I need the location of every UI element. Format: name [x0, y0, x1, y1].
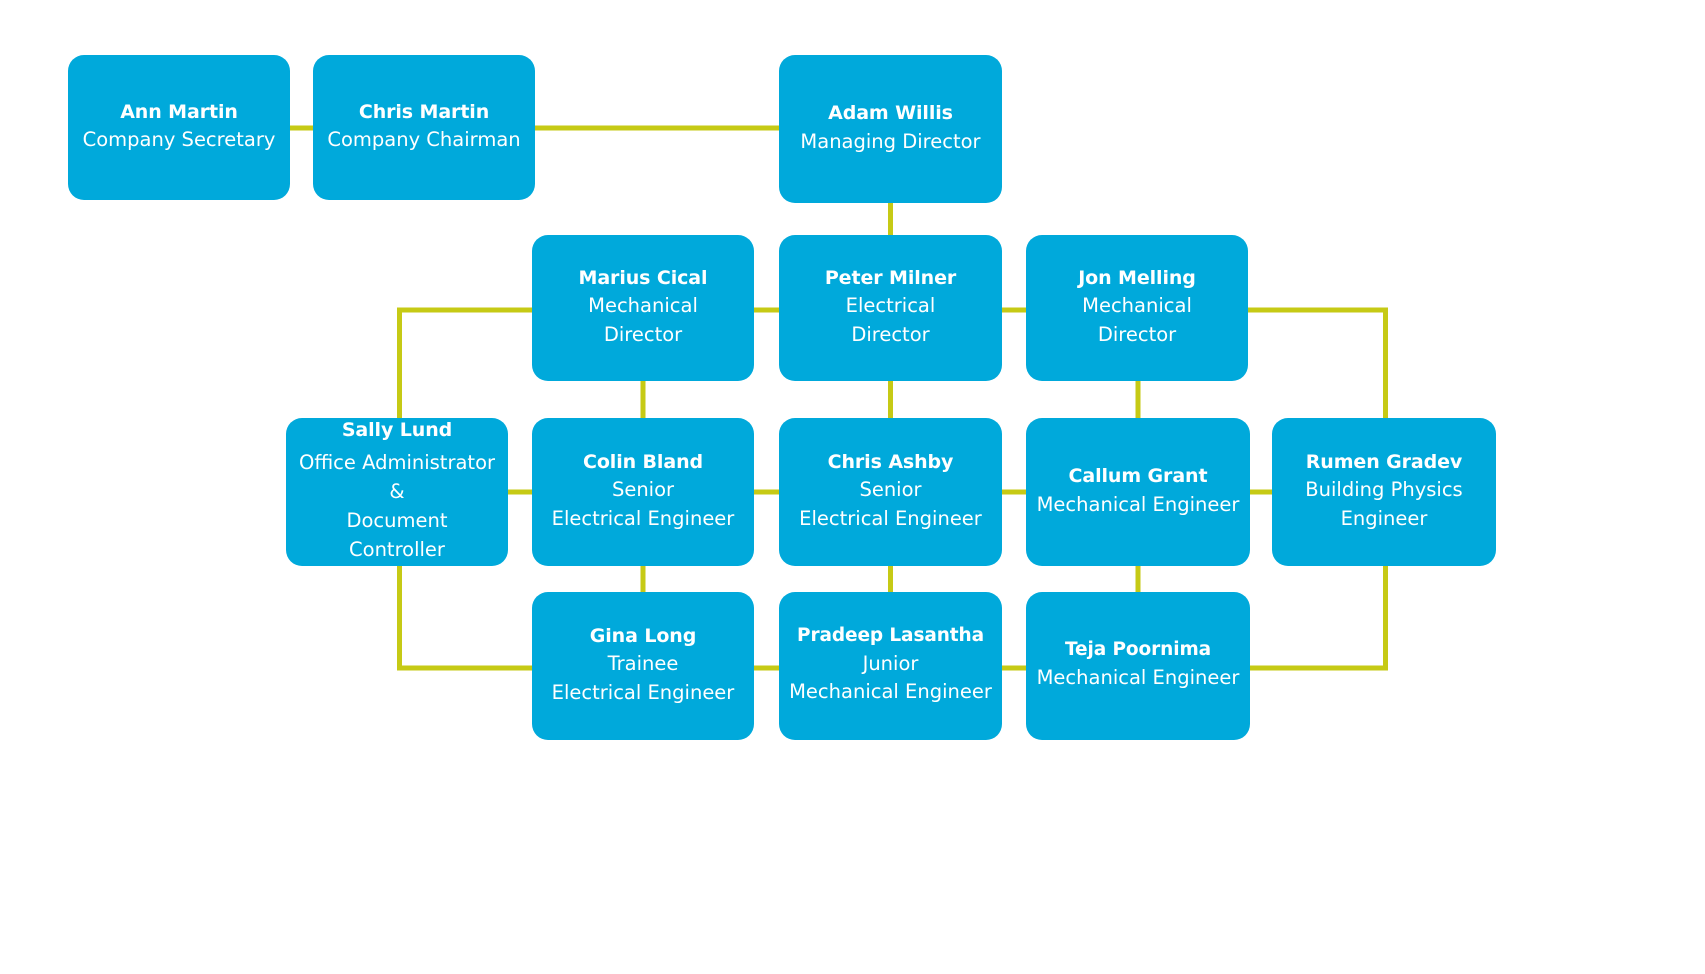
org-node-adam-willis[interactable]: Adam Willis Managing Director	[779, 55, 1002, 203]
edge-marius-to-sally	[397, 307, 532, 418]
node-role: Electrical Director	[845, 294, 936, 346]
org-node-rumen-gradev[interactable]: Rumen Gradev Building Physics Engineer	[1272, 418, 1496, 566]
org-node-chris-martin[interactable]: Chris Martin Company Chairman	[313, 55, 535, 200]
node-role: Senior Electrical Engineer	[551, 478, 735, 530]
node-role: Managing Director	[800, 129, 981, 153]
node-name: Jon Melling	[1078, 267, 1196, 290]
node-name: Colin Bland	[582, 451, 703, 474]
node-role: Building Physics Engineer	[1305, 478, 1463, 530]
node-role: Mechanical Director	[1082, 294, 1192, 346]
edge-jon-to-rumen	[1248, 307, 1388, 418]
node-name: Peter Milner	[824, 267, 957, 290]
node-role: Office Administrator & Document Controll…	[298, 451, 496, 562]
node-name: Teja Poornima	[1064, 639, 1212, 661]
node-name: Gina Long	[589, 625, 697, 648]
node-role: Company Chairman	[327, 128, 521, 152]
node-name: Chris Ashby	[827, 451, 954, 474]
node-name: Sally Lund	[341, 419, 453, 442]
node-role: Mechanical Engineer	[1036, 492, 1240, 516]
org-node-pradeep-lasantha[interactable]: Pradeep Lasantha Junior Mechanical Engin…	[779, 592, 1002, 740]
org-node-colin-bland[interactable]: Colin Bland Senior Electrical Engineer	[532, 418, 754, 566]
node-name: Ann Martin	[120, 100, 238, 123]
edge-sally-to-gina	[397, 566, 532, 671]
node-role: Company Secretary	[82, 128, 276, 152]
org-node-marius-cical[interactable]: Marius Cical Mechanical Director	[532, 235, 754, 381]
org-node-peter-milner[interactable]: Peter Milner Electrical Director	[779, 235, 1002, 381]
node-role: Junior Mechanical Engineer	[789, 652, 992, 704]
node-name: Chris Martin	[358, 100, 490, 123]
node-name: Marius Cical	[578, 267, 708, 290]
org-node-gina-long[interactable]: Gina Long Trainee Electrical Engineer	[532, 592, 754, 740]
org-node-teja-poornima[interactable]: Teja Poornima Mechanical Engineer	[1026, 592, 1250, 740]
node-role: Mechanical Engineer	[1036, 666, 1240, 690]
node-name: Pradeep Lasantha	[796, 625, 985, 647]
node-role: Trainee Electrical Engineer	[551, 652, 735, 704]
org-node-callum-grant[interactable]: Callum Grant Mechanical Engineer	[1026, 418, 1250, 566]
node-name: Rumen Gradev	[1305, 451, 1463, 474]
edge-rumen-to-teja	[1250, 566, 1388, 671]
node-name: Callum Grant	[1068, 465, 1208, 488]
org-node-ann-martin[interactable]: Ann Martin Company Secretary	[68, 55, 290, 200]
node-role: Mechanical Director	[588, 294, 698, 346]
org-node-chris-ashby[interactable]: Chris Ashby Senior Electrical Engineer	[779, 418, 1002, 566]
org-node-sally-lund[interactable]: Sally Lund Office Administrator & Docume…	[286, 418, 508, 566]
node-role: Senior Electrical Engineer	[799, 478, 982, 530]
org-node-jon-melling[interactable]: Jon Melling Mechanical Director	[1026, 235, 1248, 381]
node-name: Adam Willis	[828, 102, 953, 125]
